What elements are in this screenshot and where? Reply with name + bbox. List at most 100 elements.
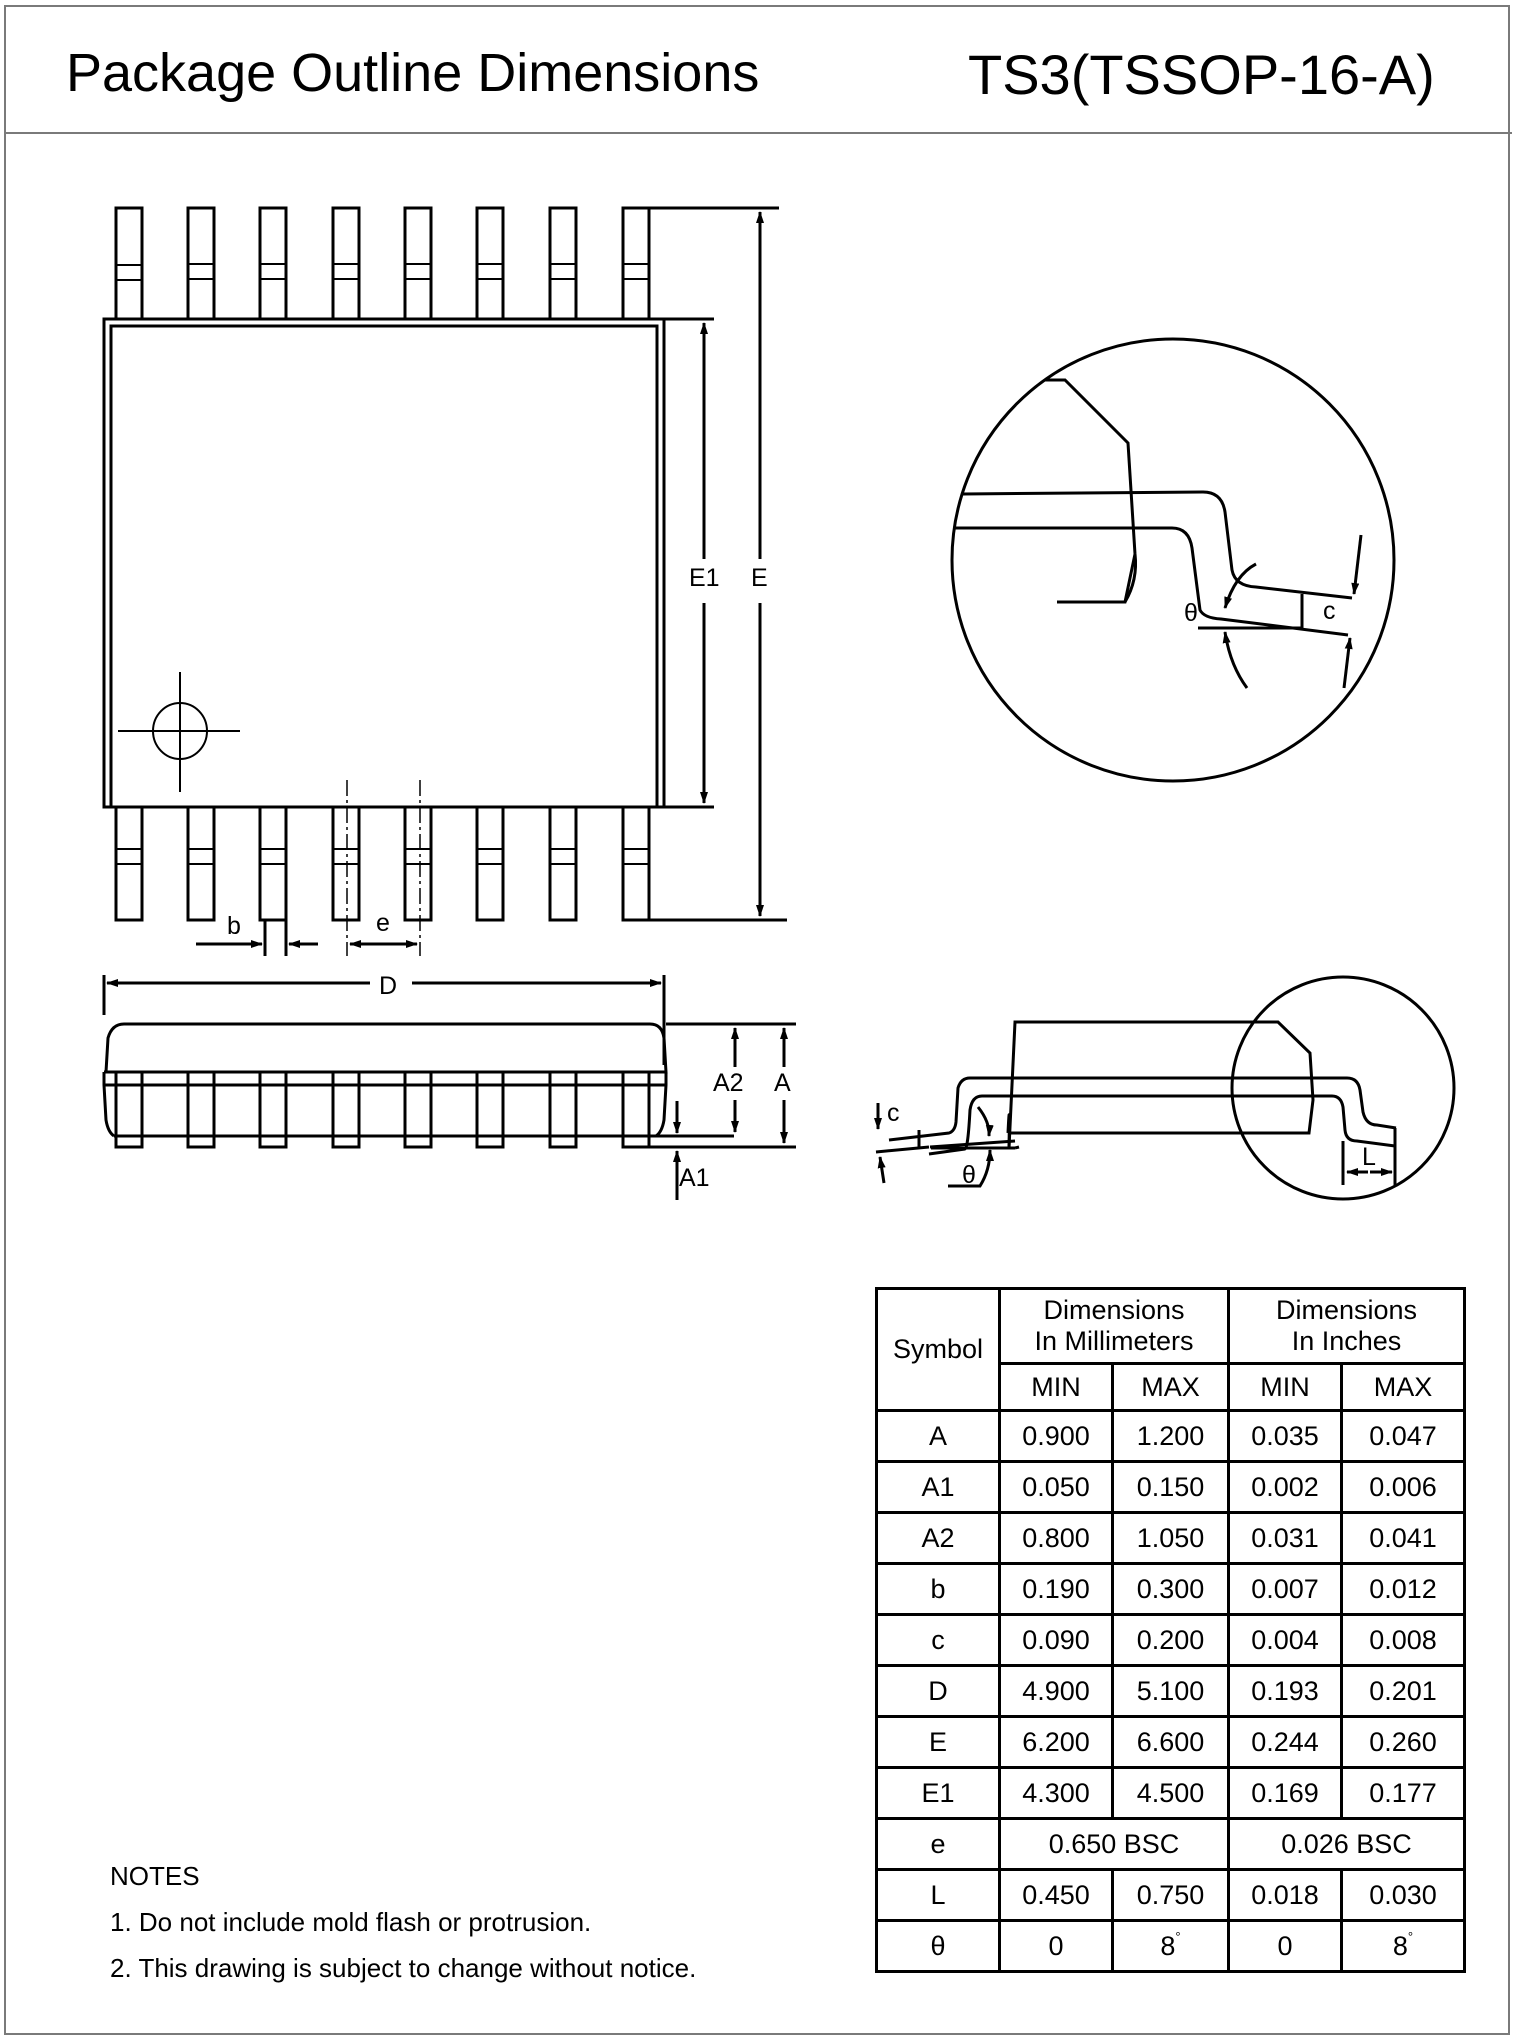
inch-min-cell: 0 bbox=[1227, 1919, 1343, 1973]
mm-min-cell: 0.450 bbox=[998, 1868, 1114, 1922]
inch-max-cell: 0.012 bbox=[1340, 1562, 1466, 1616]
table-row: E1 4.300 4.500 0.169 0.177 bbox=[875, 1766, 1466, 1820]
lead-detail-view bbox=[950, 337, 1396, 783]
symbol-cell: c bbox=[875, 1613, 1001, 1667]
dim-label-A: A bbox=[774, 1069, 791, 1097]
side-view bbox=[102, 1022, 796, 1200]
inch-header-line2: In Inches bbox=[1291, 1326, 1402, 1356]
package-code: TS3(TSSOP-16-A) bbox=[968, 43, 1435, 106]
mm-header: Dimensions In Millimeters bbox=[998, 1287, 1230, 1365]
symbol-cell: b bbox=[875, 1562, 1001, 1616]
inch-header-line1: Dimensions bbox=[1275, 1295, 1418, 1325]
inch-max-cell: 0.008 bbox=[1340, 1613, 1466, 1667]
inch-min-cell: 0.244 bbox=[1227, 1715, 1343, 1769]
end-view bbox=[874, 975, 1456, 1201]
bottom-pins bbox=[114, 805, 651, 922]
inch-min-cell: 0.169 bbox=[1227, 1766, 1343, 1820]
dim-label-e: e bbox=[376, 909, 390, 937]
dim-label-E: E bbox=[751, 564, 768, 592]
symbol-cell: E bbox=[875, 1715, 1001, 1769]
mm-max-cell: 6.600 bbox=[1111, 1715, 1230, 1769]
inch-header: Dimensions In Inches bbox=[1227, 1287, 1466, 1365]
mm-header-line2: In Millimeters bbox=[1034, 1326, 1194, 1356]
mm-max-cell: 8° bbox=[1111, 1919, 1230, 1973]
dim-label-theta-end: θ bbox=[962, 1161, 976, 1189]
inch-min-cell: 0.018 bbox=[1227, 1868, 1343, 1922]
table-row: L 0.450 0.750 0.018 0.030 bbox=[875, 1868, 1466, 1922]
dim-label-L: L bbox=[1362, 1143, 1376, 1171]
inch-max-cell: 0.041 bbox=[1340, 1511, 1466, 1565]
dim-label-theta-detail: θ bbox=[1184, 599, 1198, 627]
table-row: A 0.900 1.200 0.035 0.047 bbox=[875, 1409, 1466, 1463]
mm-max-cell: 1.050 bbox=[1111, 1511, 1230, 1565]
mm-max-cell: 0.750 bbox=[1111, 1868, 1230, 1922]
dim-label-A2: A2 bbox=[713, 1069, 744, 1097]
symbol-cell: E1 bbox=[875, 1766, 1001, 1820]
degree-icon: ° bbox=[1407, 1928, 1414, 1944]
inch-min-cell: 0.031 bbox=[1227, 1511, 1343, 1565]
mm-min-cell: 0.090 bbox=[998, 1613, 1114, 1667]
note-item: 2. This drawing is subject to change wit… bbox=[110, 1953, 697, 1983]
mm-max-cell: 0.200 bbox=[1111, 1613, 1230, 1667]
symbol-cell: L bbox=[875, 1868, 1001, 1922]
mm-min-cell: 0.900 bbox=[998, 1409, 1114, 1463]
inch-min-cell: 0.193 bbox=[1227, 1664, 1343, 1718]
notes-section: NOTES 1. Do not include mold flash or pr… bbox=[110, 1853, 696, 1991]
page-title: Package Outline Dimensions bbox=[66, 43, 760, 103]
inch-min-cell: 0.002 bbox=[1227, 1460, 1343, 1514]
inch-max-cell: 0.260 bbox=[1340, 1715, 1466, 1769]
table-row: c 0.090 0.200 0.004 0.008 bbox=[875, 1613, 1466, 1667]
mm-header-line1: Dimensions bbox=[1043, 1295, 1185, 1325]
inch-max-cell: 0.030 bbox=[1340, 1868, 1466, 1922]
mm-max-cell: 5.100 bbox=[1111, 1664, 1230, 1718]
mm-min-cell: 0.190 bbox=[998, 1562, 1114, 1616]
notes-heading: NOTES bbox=[110, 1861, 200, 1891]
inch-max-cell: 0.177 bbox=[1340, 1766, 1466, 1820]
mm-min-cell: 0.800 bbox=[998, 1511, 1114, 1565]
mm-min-cell: 6.200 bbox=[998, 1715, 1114, 1769]
dim-label-c-end: c bbox=[887, 1099, 900, 1127]
inch-max-cell: 8° bbox=[1340, 1919, 1466, 1973]
symbol-cell: θ bbox=[875, 1919, 1001, 1973]
symbol-cell: A1 bbox=[875, 1460, 1001, 1514]
mm-max-header: MAX bbox=[1111, 1362, 1230, 1412]
inch-max-cell: 0.047 bbox=[1340, 1409, 1466, 1463]
table-row: θ 0 8° 0 8° bbox=[875, 1919, 1466, 1973]
degree-icon: ° bbox=[1175, 1928, 1181, 1944]
table-row: A1 0.050 0.150 0.002 0.006 bbox=[875, 1460, 1466, 1514]
dimensions-table: Symbol Dimensions In Millimeters Dimensi… bbox=[875, 1287, 1466, 1973]
mm-max-value: 8 bbox=[1160, 1930, 1176, 1961]
inch-max-value: 8 bbox=[1392, 1930, 1408, 1961]
inch-min-cell: 0.007 bbox=[1227, 1562, 1343, 1616]
mm-min-cell: 0 bbox=[998, 1919, 1114, 1973]
mm-bsc-cell: 0.650 BSC bbox=[998, 1817, 1230, 1871]
table-row: b 0.190 0.300 0.007 0.012 bbox=[875, 1562, 1466, 1616]
symbol-cell: D bbox=[875, 1664, 1001, 1718]
mm-max-cell: 0.150 bbox=[1111, 1460, 1230, 1514]
note-item: 1. Do not include mold flash or protrusi… bbox=[110, 1907, 592, 1937]
symbol-cell: e bbox=[875, 1817, 1001, 1871]
mm-min-cell: 0.050 bbox=[998, 1460, 1114, 1514]
dim-label-A1: A1 bbox=[679, 1164, 710, 1192]
mm-min-header: MIN bbox=[998, 1362, 1114, 1412]
inch-min-cell: 0.035 bbox=[1227, 1409, 1343, 1463]
mm-min-cell: 4.300 bbox=[998, 1766, 1114, 1820]
top-view bbox=[102, 206, 787, 1065]
inch-max-cell: 0.201 bbox=[1340, 1664, 1466, 1718]
mm-max-cell: 0.300 bbox=[1111, 1562, 1230, 1616]
table-row: E 6.200 6.600 0.244 0.260 bbox=[875, 1715, 1466, 1769]
pin1-mark-icon bbox=[118, 672, 240, 792]
inch-min-header: MIN bbox=[1227, 1362, 1343, 1412]
mm-min-cell: 4.900 bbox=[998, 1664, 1114, 1718]
page-frame bbox=[4, 5, 1510, 2035]
dim-label-D: D bbox=[379, 972, 397, 1000]
mm-max-cell: 1.200 bbox=[1111, 1409, 1230, 1463]
dim-label-E1: E1 bbox=[689, 564, 720, 592]
inch-min-cell: 0.004 bbox=[1227, 1613, 1343, 1667]
table-row: A2 0.800 1.050 0.031 0.041 bbox=[875, 1511, 1466, 1565]
table-row: e 0.650 BSC 0.026 BSC bbox=[875, 1817, 1466, 1871]
inch-max-cell: 0.006 bbox=[1340, 1460, 1466, 1514]
symbol-header: Symbol bbox=[875, 1287, 1001, 1412]
table-row: D 4.900 5.100 0.193 0.201 bbox=[875, 1664, 1466, 1718]
